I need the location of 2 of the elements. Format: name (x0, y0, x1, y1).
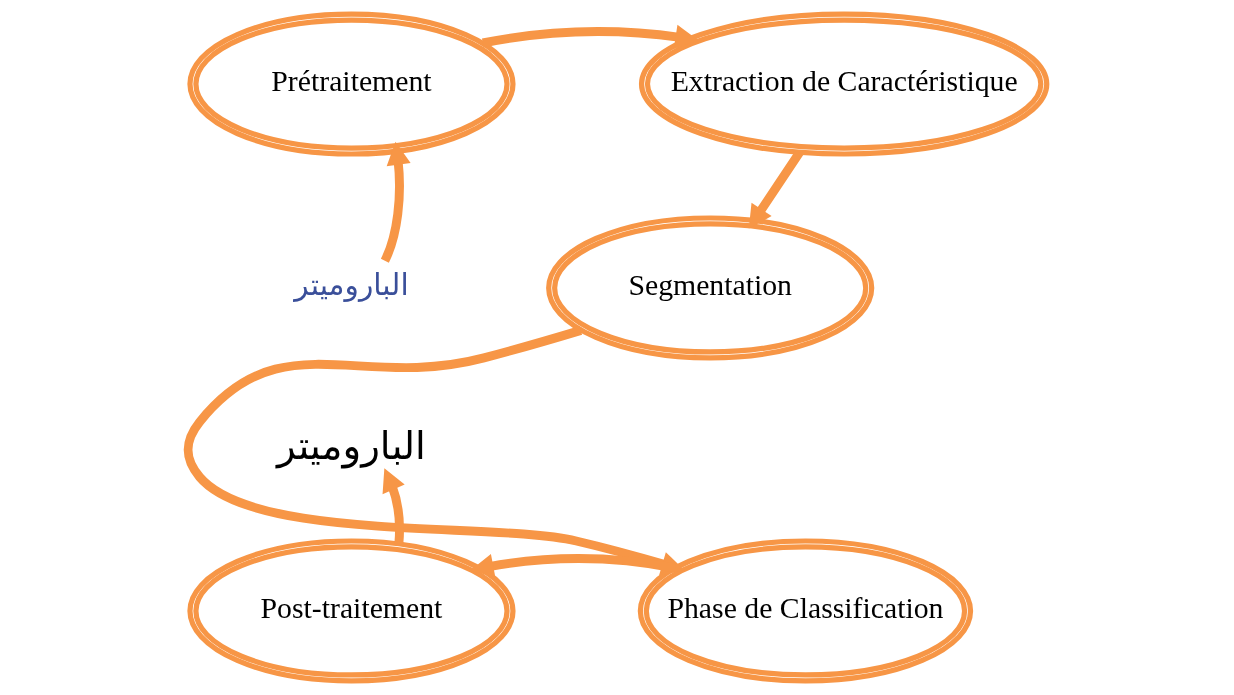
node-text: الباروميتر (276, 422, 426, 468)
node-text: الباروميتر (293, 267, 409, 303)
